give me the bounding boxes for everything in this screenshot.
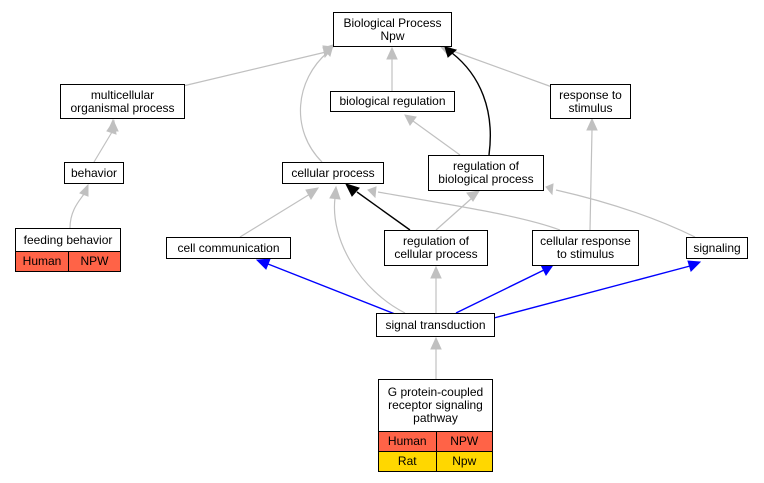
node-cellular-process[interactable]: cellular process — [282, 162, 384, 184]
edge-response-to-bp — [440, 44, 553, 88]
node-signaling[interactable]: signaling — [686, 237, 748, 259]
species-cell: Human — [387, 434, 427, 448]
node-label: biological regulation — [339, 94, 446, 108]
edge-cellular-to-bp — [300, 44, 334, 163]
edge-behavior-to-multi-2 — [93, 119, 117, 163]
node-label: signal transduction — [385, 317, 486, 332]
edge-cellresp-to-cellular — [367, 186, 561, 231]
edge-regbio-to-bioreg — [404, 114, 461, 156]
edge-sigtrans-to-signaling — [493, 260, 702, 319]
node-biological-regulation[interactable]: biological regulation — [330, 91, 455, 112]
node-multicellular-organismal-process[interactable]: multicellular organismal process — [60, 84, 185, 119]
node-label: cell communication — [177, 240, 280, 255]
node-cellular-response-to-stimulus[interactable]: cellular response to stimulus — [532, 230, 639, 266]
node-label: cellular process — [291, 165, 375, 180]
node-label: receptor signaling — [388, 398, 483, 412]
node-label: cellular response — [540, 234, 631, 248]
gene-row: Rat Npw — [379, 451, 492, 471]
node-label: Biological Process — [343, 15, 442, 30]
gene-cell: NPW — [435, 432, 493, 451]
node-label: to stimulus — [556, 247, 615, 261]
node-label: regulation of — [402, 234, 470, 248]
edge-sigtrans-to-regcell — [430, 265, 442, 313]
edge-cellresp-to-response — [586, 117, 598, 231]
gene-cell: Npw — [435, 452, 493, 471]
species-cell: Rat — [397, 454, 417, 468]
edge-bioreg-to-bp — [386, 46, 398, 91]
node-title: feeding behavior — [16, 229, 120, 251]
node-cell-communication[interactable]: cell communication — [166, 237, 291, 259]
gene-cell: NPW — [68, 252, 120, 271]
node-response-to-stimulus[interactable]: response to stimulus — [550, 84, 631, 119]
gene-row: Human NPW — [16, 251, 120, 271]
node-label: stimulus — [568, 100, 613, 115]
node-label: regulation of — [452, 159, 520, 173]
edge-regcell-to-regbio — [435, 190, 480, 231]
node-label: feeding behavior — [23, 232, 113, 247]
node-label: signaling — [693, 240, 741, 255]
edge-sigtrans-to-cellular — [329, 185, 406, 314]
species-cell: Human — [22, 254, 62, 268]
node-label: biological process — [438, 172, 534, 186]
node-regulation-of-biological-process[interactable]: regulation of biological process — [428, 155, 544, 191]
node-label: pathway — [413, 411, 458, 425]
edge-multicellular-to-bp — [182, 45, 334, 87]
node-biological-process[interactable]: Biological Process Npw — [333, 12, 452, 47]
node-label: G protein-coupled — [387, 385, 484, 399]
node-feeding-behavior[interactable]: feeding behavior Human NPW — [15, 228, 121, 272]
edge-regcell-to-cellular — [345, 183, 411, 231]
node-label: behavior — [70, 165, 118, 180]
edge-sigtrans-to-cellcomm — [255, 258, 401, 317]
edge-feeding-to-behavior — [69, 183, 89, 229]
node-behavior[interactable]: behavior — [64, 162, 124, 184]
node-gpcr-signaling-pathway[interactable]: G protein-coupled receptor signaling pat… — [378, 379, 493, 472]
edge-cellcomm-to-cellular — [239, 187, 320, 238]
edge-regbio-to-bp — [444, 46, 491, 156]
node-label: organismal process — [70, 100, 175, 115]
gene-row: Human NPW — [379, 431, 492, 451]
node-label: response to — [559, 87, 622, 102]
node-regulation-of-cellular-process[interactable]: regulation of cellular process — [384, 230, 488, 266]
node-label: cellular process — [394, 247, 478, 261]
node-label: Npw — [380, 28, 405, 43]
node-label: multicellular — [90, 87, 155, 102]
edge-gpcr-to-sigtrans — [430, 336, 442, 379]
edge-signaling-to-regbio — [545, 183, 696, 238]
node-title: G protein-coupled receptor signaling pat… — [379, 380, 492, 431]
node-signal-transduction[interactable]: signal transduction — [376, 313, 495, 337]
